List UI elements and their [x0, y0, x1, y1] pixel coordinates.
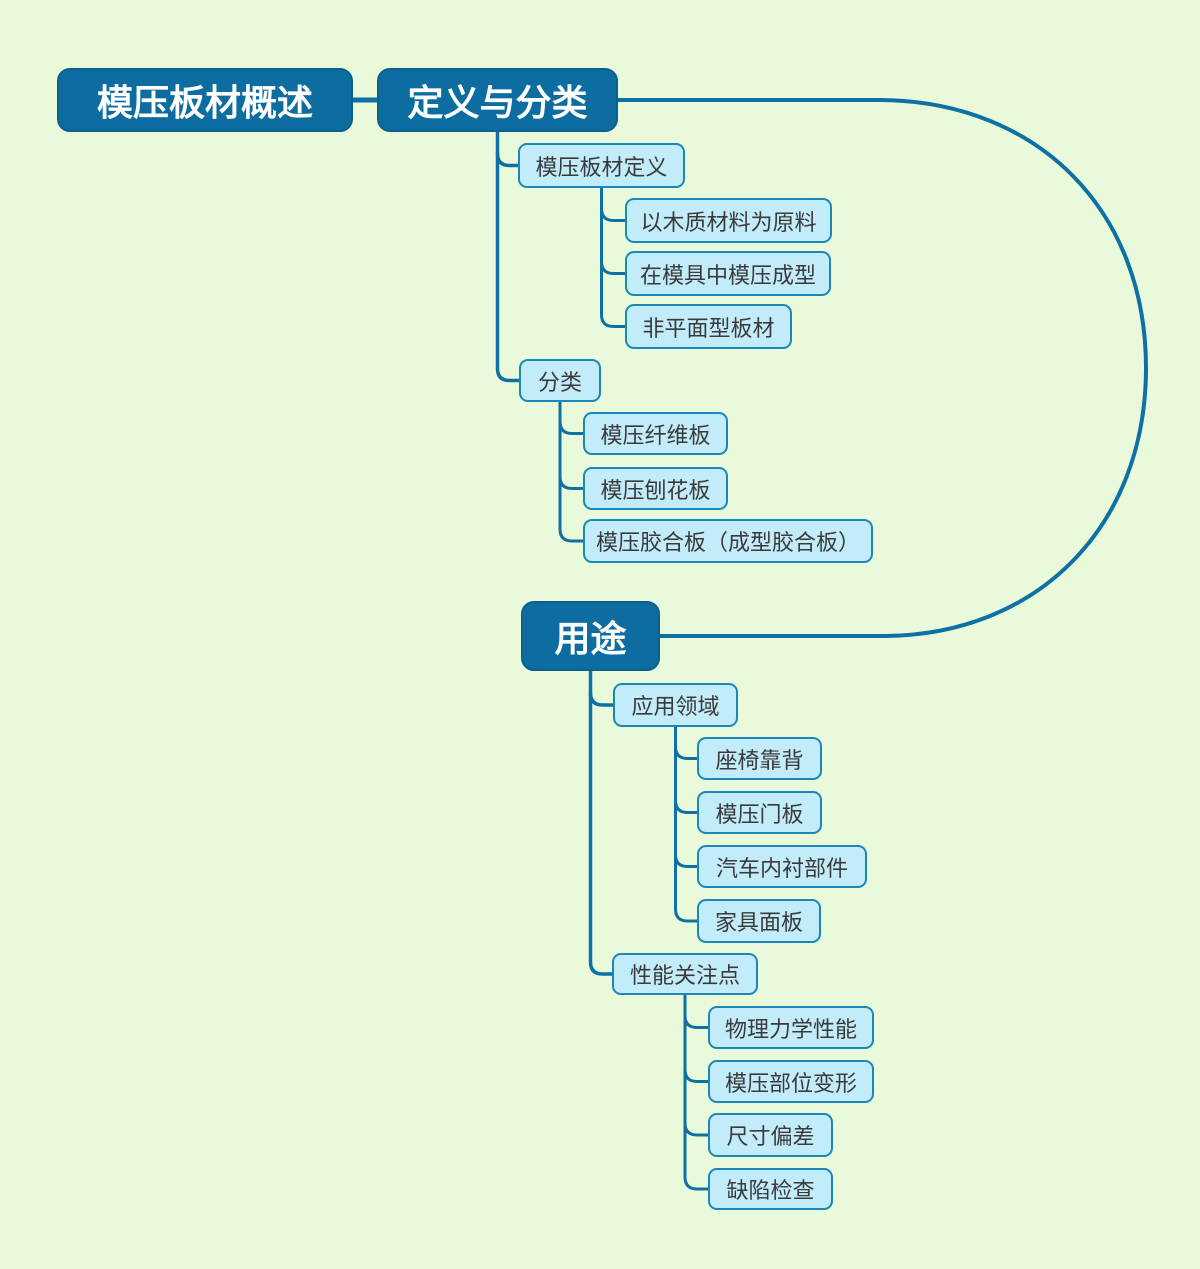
- topic-physical-mechanical-label: 物理力学性能: [724, 1016, 857, 1042]
- link-to-application-fields: [588, 691, 615, 707]
- topic-raw-material[interactable]: 以木质材料为原料: [625, 198, 832, 243]
- topic-molded-in-mold-label: 在模具中模压成型: [639, 262, 816, 288]
- link-to-physical-mechanical: [683, 1014, 710, 1029]
- topic-car-lining[interactable]: 汽车内衬部件: [697, 845, 867, 888]
- topic-defect-inspection[interactable]: 缺陷检查: [708, 1168, 833, 1210]
- topic-classification-label: 分类: [537, 369, 582, 395]
- link-classification-trunk: [558, 400, 585, 543]
- topic-raw-material-label: 以木质材料为原料: [640, 209, 817, 235]
- topic-fiberboard[interactable]: 模压纤维板: [583, 412, 728, 455]
- link-to-car-lining: [674, 853, 699, 868]
- topic-performance-focus[interactable]: 性能关注点: [612, 953, 758, 995]
- link-definition-children-trunk: [600, 186, 627, 328]
- link-application-trunk: [674, 725, 699, 923]
- link-performance-trunk: [683, 993, 710, 1191]
- topic-definition-classification[interactable]: 定义与分类: [377, 68, 618, 132]
- link-to-molding-deformation: [683, 1068, 710, 1083]
- link-to-seat-back: [674, 745, 699, 760]
- topic-fiberboard-label: 模压纤维板: [600, 422, 711, 448]
- topic-plywood-label: 模压胶合板（成型胶合板）: [595, 530, 860, 555]
- link-to-door-panel: [674, 799, 699, 814]
- topic-defect-inspection-label: 缺陷检查: [726, 1178, 815, 1203]
- topic-molding-deformation-label: 模压部位变形: [724, 1070, 857, 1096]
- topic-molded-in-mold[interactable]: 在模具中模压成型: [625, 251, 831, 296]
- link-to-size-deviation: [683, 1121, 710, 1137]
- topic-definition-label: 模压板材定义: [535, 154, 668, 180]
- topic-uses-label: 用途: [554, 618, 627, 659]
- topic-door-panel[interactable]: 模压门板: [697, 791, 822, 834]
- topic-non-flat-panel-label: 非平面型板材: [642, 315, 775, 341]
- link-uses-trunk: [588, 669, 614, 976]
- topic-molding-deformation[interactable]: 模压部位变形: [708, 1060, 874, 1103]
- link-to-molded-in-mold: [600, 260, 627, 275]
- topic-seat-back[interactable]: 座椅靠背: [697, 737, 822, 780]
- topic-root-label: 模压板材概述: [96, 82, 313, 123]
- topic-uses[interactable]: 用途: [521, 601, 660, 671]
- topic-definition-classification-label: 定义与分类: [407, 82, 588, 123]
- topic-particleboard-label: 模压刨花板: [600, 477, 711, 503]
- link-to-particleboard: [558, 475, 585, 490]
- topic-definition[interactable]: 模压板材定义: [518, 143, 685, 188]
- link-to-raw-material: [600, 207, 627, 222]
- topic-plywood[interactable]: 模压胶合板（成型胶合板）: [583, 519, 873, 563]
- link-to-definition-node: [495, 151, 520, 168]
- topic-car-lining-label: 汽车内衬部件: [715, 855, 848, 881]
- topic-application-fields-label: 应用领域: [631, 694, 720, 719]
- topic-classification[interactable]: 分类: [519, 359, 601, 402]
- topic-furniture-panel[interactable]: 家具面板: [697, 899, 821, 943]
- topic-size-deviation[interactable]: 尺寸偏差: [708, 1113, 833, 1157]
- topic-performance-focus-label: 性能关注点: [629, 963, 740, 988]
- link-definition-trunk: [495, 130, 521, 383]
- topic-furniture-panel-label: 家具面板: [714, 910, 803, 935]
- topic-non-flat-panel[interactable]: 非平面型板材: [625, 304, 792, 349]
- topic-root[interactable]: 模压板材概述: [57, 68, 353, 132]
- topic-size-deviation-label: 尺寸偏差: [726, 1124, 815, 1149]
- link-to-fiberboard: [558, 420, 585, 435]
- topic-seat-back-label: 座椅靠背: [715, 747, 804, 773]
- topic-application-fields[interactable]: 应用领域: [613, 683, 738, 727]
- topic-particleboard[interactable]: 模压刨花板: [583, 467, 728, 510]
- topic-physical-mechanical[interactable]: 物理力学性能: [708, 1006, 874, 1049]
- link-definition-to-uses-arc: [616, 98, 1149, 638]
- topic-door-panel-label: 模压门板: [715, 801, 804, 827]
